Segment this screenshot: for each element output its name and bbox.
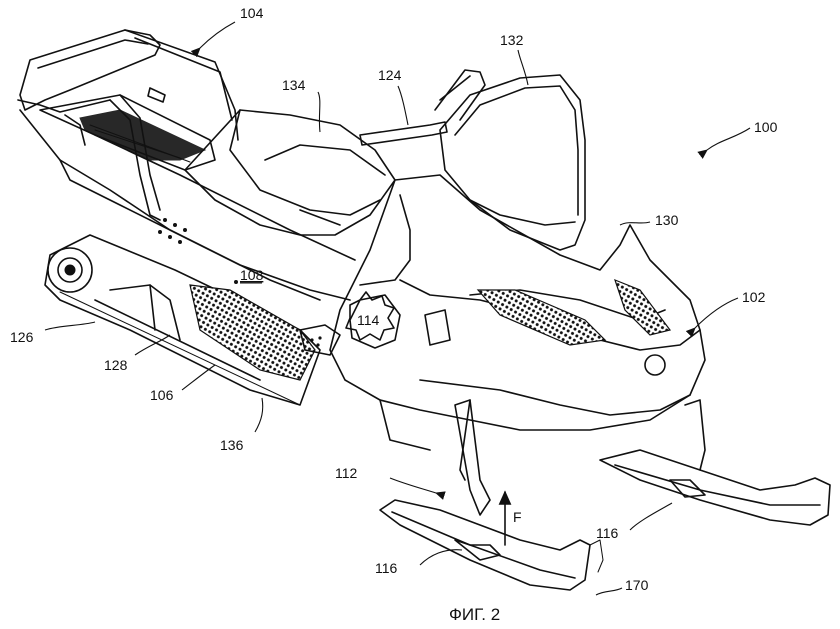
ref-track-edge: 126 (10, 329, 34, 345)
ski-left (379, 499, 604, 591)
ref-ski-assembly: 112 (335, 465, 358, 481)
tunnel-holes (158, 218, 238, 284)
reference-numerals: 104 132 124 134 100 130 102 108 126 128 … (10, 5, 778, 593)
tunnel-side (19, 109, 356, 301)
ref-tunnel: 108 (240, 267, 264, 283)
ski-struts (454, 399, 706, 516)
ref-ski-left: 116 (375, 560, 398, 576)
seat (184, 109, 396, 236)
ref-ski-tip: 170 (625, 577, 649, 593)
ref-footrest: 136 (220, 437, 244, 453)
ski-right (599, 449, 831, 526)
handlebar (359, 69, 486, 146)
ref-seat: 134 (282, 77, 306, 93)
force-arrow: F (498, 490, 522, 546)
force-label: F (513, 509, 522, 525)
ref-front-end: 102 (742, 289, 766, 305)
ref-track: 106 (150, 387, 174, 403)
ref-ski-right: 116 (596, 525, 619, 541)
ref-snowmobile: 100 (754, 119, 778, 135)
front-fairing (329, 174, 706, 451)
track (44, 234, 321, 406)
ref-rear-end: 104 (240, 5, 264, 21)
snowmobile-drawing (17, 29, 831, 591)
ref-feature-114: 114 (357, 312, 380, 328)
footrest (299, 324, 341, 356)
figure-caption: ФИГ. 2 (449, 605, 500, 624)
leader-lines (44, 49, 673, 596)
windshield (439, 74, 586, 251)
ref-handlebar: 124 (378, 67, 402, 83)
ref-windshield: 132 (500, 32, 524, 48)
rear-deck (39, 94, 216, 171)
badge-114: 114 (345, 291, 395, 341)
ref-fairing: 130 (655, 212, 679, 228)
reference-arrows (190, 21, 751, 500)
ref-suspension: 128 (104, 357, 128, 373)
